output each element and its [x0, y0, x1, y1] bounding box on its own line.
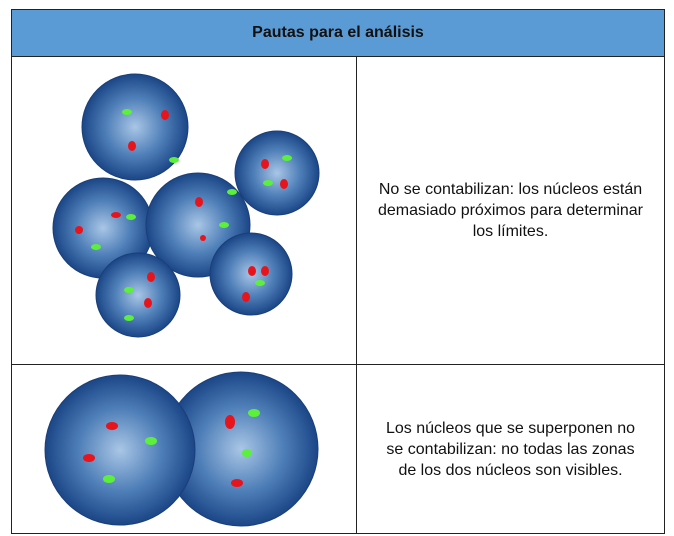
nucleus-cluster	[52, 73, 320, 338]
table-row: Los núcleos que se superponen no se cont…	[12, 365, 664, 533]
green-spots	[103, 409, 260, 483]
red-spots	[83, 415, 243, 487]
table-row: No se contabilizan: los núcleos están de…	[12, 57, 664, 365]
table-header: Pautas para el análisis	[12, 10, 664, 57]
red-spots	[75, 110, 288, 308]
green-spots	[91, 109, 292, 321]
row-description: No se contabilizan: los núcleos están de…	[377, 181, 643, 240]
row-description: Los núcleos que se superponen no se cont…	[385, 419, 636, 479]
guidelines-table: Pautas para el análisis	[11, 9, 665, 534]
column-divider	[356, 57, 357, 533]
nucleus-pair	[44, 371, 319, 527]
clustered-nuclei-illustration	[12, 57, 356, 364]
overlapping-nuclei-illustration	[12, 365, 356, 533]
